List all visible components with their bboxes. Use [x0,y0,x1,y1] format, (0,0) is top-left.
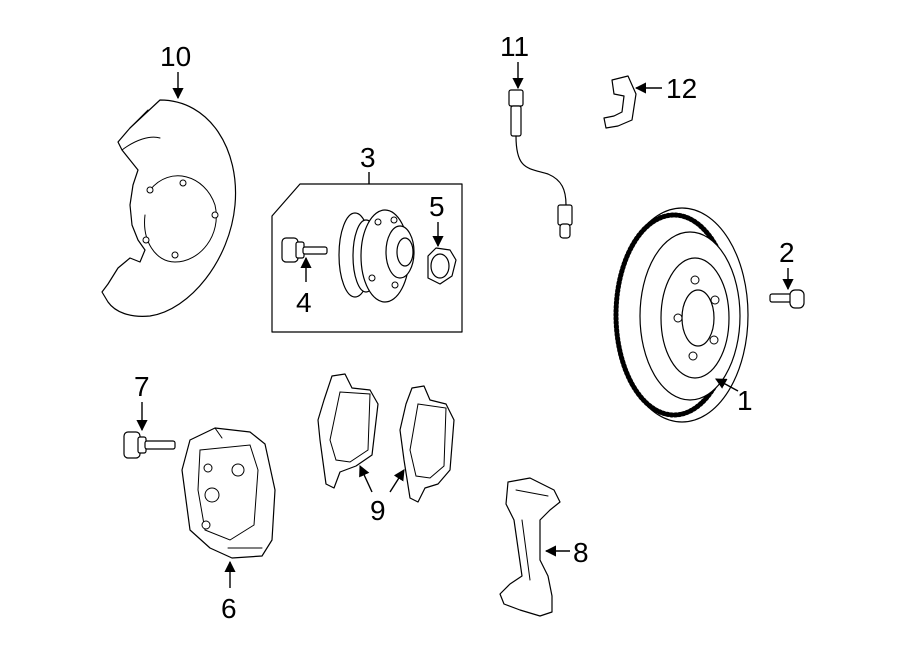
callout-labels: 1 2 3 4 5 6 7 8 9 10 11 12 [134,31,795,624]
callout-8: 8 [573,537,589,568]
callout-3: 3 [360,142,376,173]
leader-9b [389,469,405,493]
caliper-part [181,427,276,559]
callout-12: 12 [666,73,697,104]
splash-shield-part [101,99,237,317]
callout-2: 2 [779,237,795,268]
hub-nut-part [427,247,457,285]
caliper-bracket-part [499,477,561,617]
leader-9a [359,464,373,493]
callout-6: 6 [221,593,237,624]
hub-bolt-part [281,237,328,263]
callout-9: 9 [370,495,386,526]
callout-1: 1 [737,385,753,416]
brake-hose-part [508,89,573,239]
caliper-bolt-part [123,431,176,459]
leader-lines [136,62,794,588]
hub-assembly-box [271,183,463,333]
callout-7: 7 [134,371,150,402]
brake-pad-left-part [317,373,379,489]
callout-11: 11 [500,31,529,62]
clip-part [603,75,637,129]
brake-rotor-part [613,207,749,423]
brake-pad-right-part [399,385,455,503]
hub-bearing-part [338,209,415,303]
callout-10: 10 [160,41,191,72]
rotor-screw-part [769,289,805,309]
callout-4: 4 [296,287,312,318]
callout-5: 5 [429,191,445,222]
leader-1 [715,378,739,392]
